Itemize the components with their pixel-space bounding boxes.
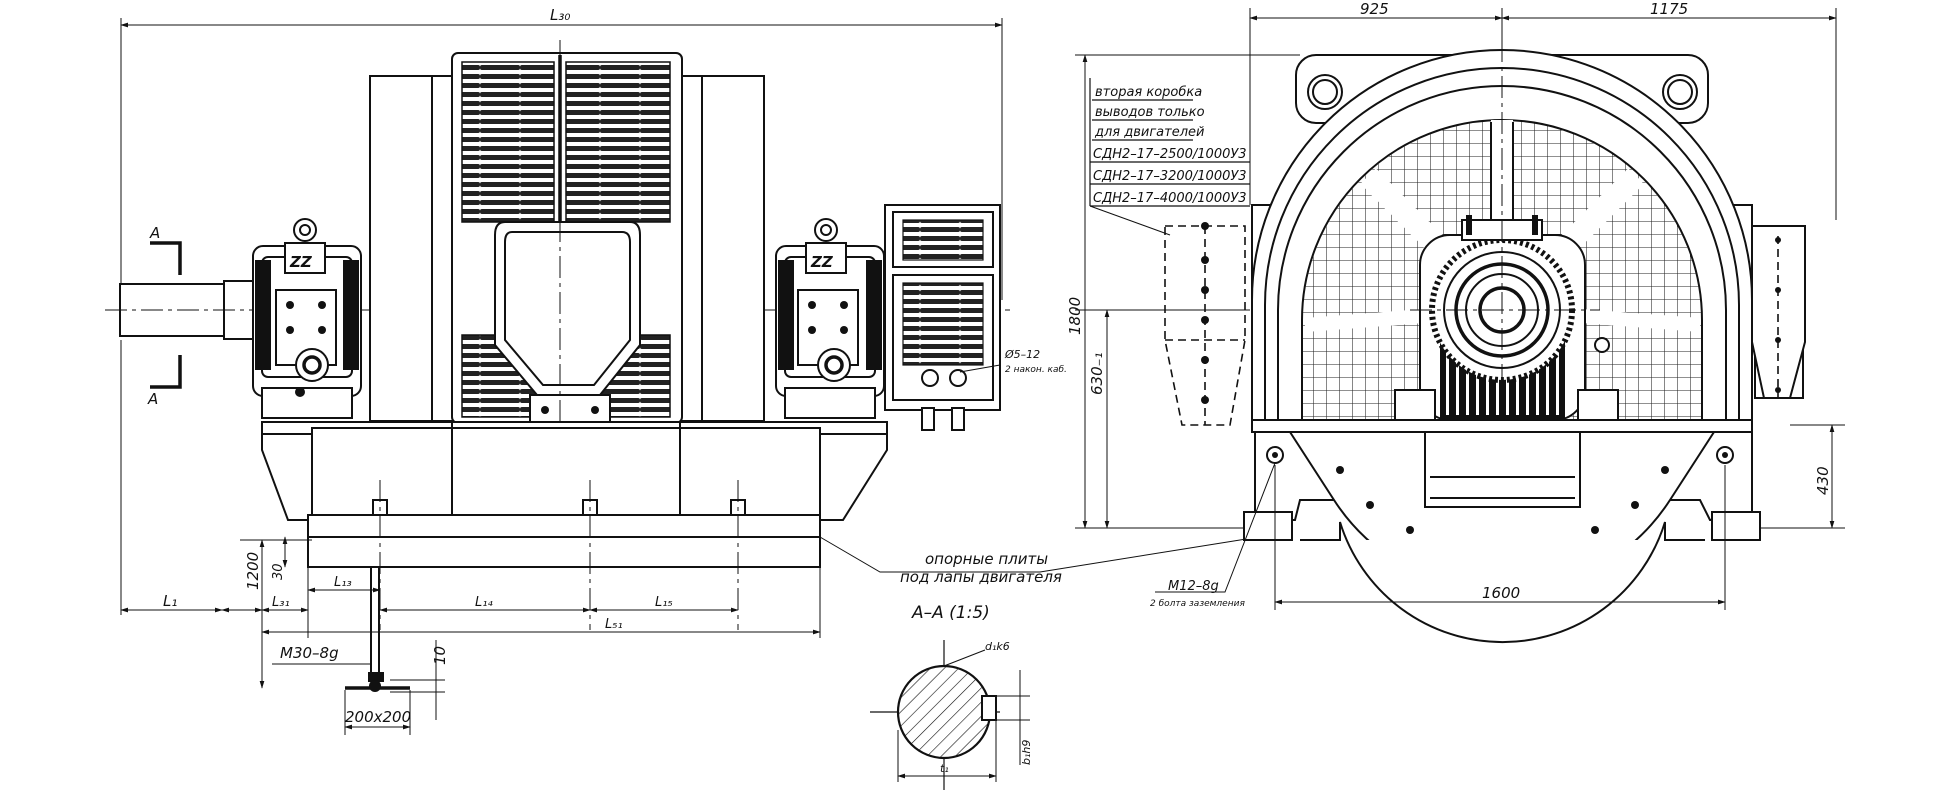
section-mark-top: A: [149, 224, 160, 242]
dim-30-label: 30: [271, 563, 286, 580]
shaft-diameter-label: d₁k6: [985, 640, 1010, 653]
thread-m30-label: M30–8g: [280, 644, 339, 662]
dim-430-label: 430: [1814, 466, 1832, 495]
dim-1200-label: 1200: [244, 552, 262, 590]
note-line-2: выводов только: [1095, 105, 1205, 120]
dim-l1-label: L₁: [163, 592, 177, 610]
dim-l31-label: L₃₁: [272, 595, 290, 610]
dim-1600-label: 1600: [1482, 584, 1520, 602]
end-right-dims: 430: [1760, 424, 1845, 529]
grounding-thread-label: M12–8g: [1168, 579, 1219, 594]
anchor-bolt: [345, 566, 410, 692]
note-line-5: СДН2–17–3200/1000У3: [1093, 169, 1247, 184]
key-width-label: b₁h9: [1020, 740, 1033, 765]
end-bottom-dims: 1600: [1274, 465, 1726, 610]
note-line-3: для двигателей: [1094, 125, 1204, 140]
grounding-callout: M12–8g 2 болта заземления: [1150, 462, 1276, 609]
grounding-bolts-label: 2 болта заземления: [1150, 599, 1245, 609]
dim-l30: L₃₀: [120, 6, 1003, 300]
section-marks: A A: [147, 224, 182, 408]
dim-l51-label: L₅₁: [605, 617, 623, 632]
section-mark-bottom: A: [147, 390, 158, 408]
terminal-box: Ø5–12 2 након. каб.: [884, 204, 1067, 431]
second-terminal-box-note: вторая коробка выводов только для двигат…: [1089, 78, 1250, 236]
dim-l14-label: L₁₄: [475, 595, 493, 610]
dim-1800-label: 1800: [1066, 297, 1084, 335]
right-bearing-pedestal: ZZ: [775, 218, 885, 419]
support-plates-callout: опорные плиты под лапы двигателя: [819, 535, 1266, 586]
dim-1175-label: 1175: [1650, 0, 1688, 18]
left-bearing-pedestal: ZZ: [252, 218, 362, 419]
dim-925-label: 925: [1360, 0, 1389, 18]
plate-size-label: 200x200: [345, 708, 411, 726]
cable-gland-count: 2 након. каб.: [1005, 365, 1067, 375]
svg-text:ZZ: ZZ: [810, 253, 834, 271]
plates-label-2: под лапы двигателя: [900, 568, 1062, 586]
dim-l13-label: L₁₃: [334, 575, 352, 590]
base-frame: [261, 421, 888, 630]
section-title: A–A (1:5): [911, 603, 990, 623]
cable-gland-label: Ø5–12: [1004, 348, 1040, 361]
end-left-dims: 1800 630₋₁: [1066, 54, 1300, 529]
svg-text:ZZ: ZZ: [289, 253, 313, 271]
side-bottom-dims: L₁ L₃₁ L₁₃ L₁₄ L₁₅ L₅₁ 1200 30 M30–8g 10: [120, 340, 821, 735]
note-line-1: вторая коробка: [1095, 85, 1202, 100]
stator-housing: [369, 40, 765, 530]
section-a-a: A–A (1:5) d₁k6 b₁h9 t₁: [870, 603, 1033, 790]
key-depth-label: t₁: [940, 762, 949, 775]
dim-630-label: 630₋₁: [1088, 352, 1106, 395]
dim-10-label: 10: [431, 646, 449, 665]
end-view: 925 1175 1800 630₋₁ 430: [1066, 0, 1845, 644]
dim-l30-label: L₃₀: [550, 6, 570, 24]
note-line-4: СДН2–17–2500/1000У3: [1093, 147, 1247, 162]
dim-l15-label: L₁₅: [655, 595, 673, 610]
side-view: L₃₀ A A ZZ: [105, 6, 1067, 735]
plates-label-1: опорные плиты: [925, 550, 1048, 568]
note-line-6: СДН2–17–4000/1000У3: [1093, 191, 1247, 206]
